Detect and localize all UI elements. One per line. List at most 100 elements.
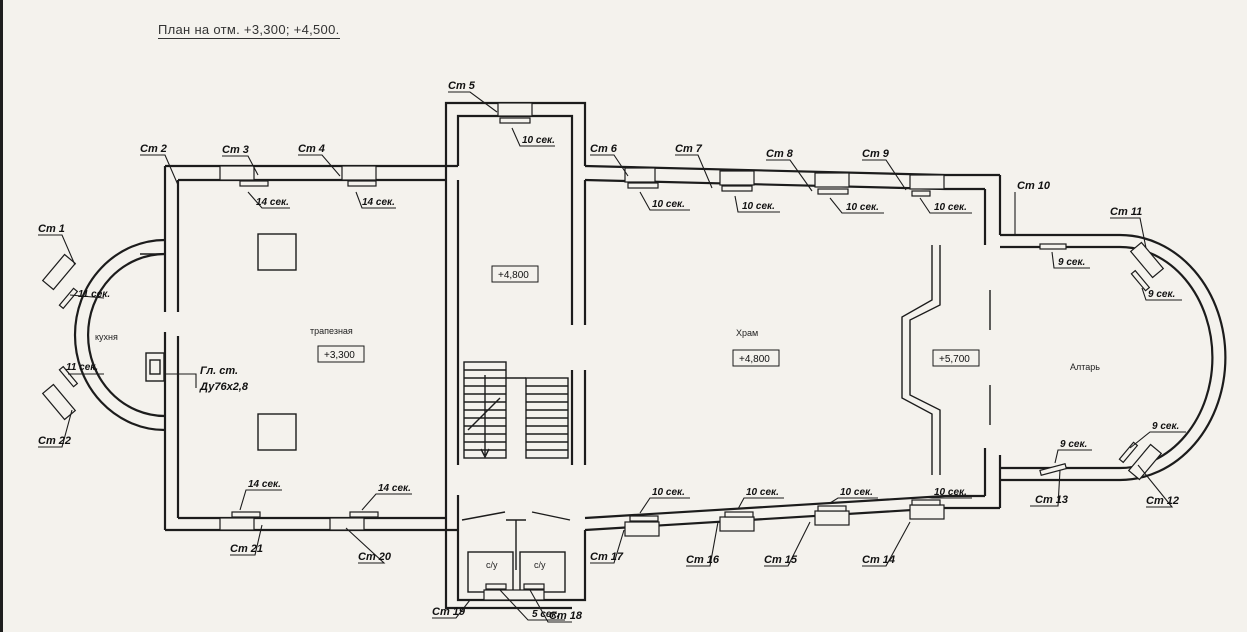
radiator-wc-left xyxy=(485,583,507,590)
sections-st5: 10 сек. xyxy=(522,135,555,146)
leader-s10-st15 xyxy=(829,497,878,504)
riser-label-st12: Ст 12 xyxy=(1146,495,1179,507)
main-riser-label: Гл. ст. xyxy=(200,365,238,377)
sections-st13: 9 сек. xyxy=(1060,439,1087,450)
sections-st9: 10 сек. xyxy=(934,202,967,213)
leader-st3 xyxy=(222,155,259,176)
sections-st11: 9 сек. xyxy=(1148,289,1175,300)
radiator-st16 xyxy=(724,511,754,518)
sections-st12: 9 сек. xyxy=(1152,421,1179,432)
leader-s5 xyxy=(499,589,565,621)
elevation-box-temple xyxy=(732,349,780,367)
staircase xyxy=(463,361,569,459)
radiator-st11 xyxy=(1130,269,1151,292)
riser-label-st10: Ст 10 xyxy=(1017,180,1051,192)
leader-s11-top xyxy=(69,294,105,299)
leader-s9-st13 xyxy=(1054,449,1092,464)
riser-label-st15: Ст 15 xyxy=(764,554,798,566)
window-wc xyxy=(483,589,545,601)
door-swing-1 xyxy=(461,511,506,521)
elevation-refectory: +3,300 xyxy=(324,350,355,361)
apse-kitchen-inner xyxy=(86,252,166,418)
leader-main-riser xyxy=(164,373,197,388)
radiator-st1 xyxy=(58,287,79,310)
radiator-st9 xyxy=(911,190,931,197)
leader-st8 xyxy=(766,159,813,192)
window-st1 xyxy=(41,253,77,291)
sections-st4: 14 сек. xyxy=(362,197,395,208)
room-wc-right: с/у xyxy=(534,560,546,570)
window-st11 xyxy=(1129,241,1165,279)
column-south xyxy=(257,413,297,451)
leader-st5 xyxy=(448,91,498,113)
section-counts: 11 сек. 11 сек. 14 сек. 14 сек. 10 сек. … xyxy=(66,135,1179,620)
apse-altar-inner xyxy=(1119,245,1214,470)
riser-label-st14: Ст 14 xyxy=(862,554,895,566)
stair-break-line xyxy=(467,397,501,431)
leader-s10-st16 xyxy=(737,497,784,510)
leader-lines xyxy=(38,91,1186,623)
stair-treads-right xyxy=(526,385,568,451)
leader-st7 xyxy=(675,154,713,189)
sections-wc: 5 сек. xyxy=(532,609,559,620)
window-st6 xyxy=(624,167,656,183)
window-st4 xyxy=(341,165,377,181)
iconostasis-left-2 xyxy=(901,245,933,475)
sections-st10: 9 сек. xyxy=(1058,257,1085,268)
leader-s14-st3 xyxy=(247,191,290,209)
window-st14 xyxy=(909,504,945,520)
riser-label-st1: Ст 1 xyxy=(38,223,65,235)
radiator-st12 xyxy=(1118,441,1139,464)
elevation-stair: +4,800 xyxy=(498,270,529,281)
leader-s9-st12 xyxy=(1129,431,1186,449)
leader-s10-st8 xyxy=(829,197,884,214)
riser-label-st11: Ст 11 xyxy=(1110,206,1142,218)
sections-st6: 10 сек. xyxy=(652,199,685,210)
main-riser-spec: Ду76х2,8 xyxy=(199,381,249,393)
riser-label-st6: Ст 6 xyxy=(590,143,618,155)
radiator-st10 xyxy=(1039,243,1067,250)
wall-north-temple-inner xyxy=(584,178,985,191)
window-st8 xyxy=(814,172,850,188)
leader-s10-st6 xyxy=(639,191,690,211)
radiator-st14 xyxy=(911,499,941,506)
elevation-temple: +4,800 xyxy=(739,354,770,365)
riser-label-st3: Ст 3 xyxy=(222,144,249,156)
sections-st3: 14 сек. xyxy=(256,197,289,208)
window-st12 xyxy=(1127,443,1163,481)
leader-st17 xyxy=(590,529,625,564)
elevation-box-iconostasis xyxy=(932,349,980,367)
wall-south-temple-inner xyxy=(584,494,985,520)
radiator-st7 xyxy=(721,185,753,192)
sections-st7: 10 сек. xyxy=(742,201,775,212)
window-st15 xyxy=(814,510,850,526)
radiator-st13 xyxy=(1039,462,1068,476)
room-refectory: трапезная xyxy=(310,326,353,336)
riser-label-st4: Ст 4 xyxy=(298,143,325,155)
wall-south-temple xyxy=(584,506,1000,532)
leader-st12 xyxy=(1137,464,1174,508)
leader-s9-st11 xyxy=(1141,287,1182,301)
leader-st4 xyxy=(298,154,341,177)
window-st9 xyxy=(909,174,945,190)
window-st5 xyxy=(497,102,533,117)
riser-label-st13: Ст 13 xyxy=(1035,494,1068,506)
main-riser-pipe xyxy=(149,359,161,375)
leader-st15 xyxy=(764,521,811,567)
leader-s10-st14 xyxy=(923,496,972,499)
window-st16 xyxy=(719,516,755,532)
radiator-st8 xyxy=(817,188,849,195)
window-st20 xyxy=(329,517,365,531)
leader-st11 xyxy=(1110,217,1147,249)
leader-s14-st21 xyxy=(239,489,282,511)
radiator-st15 xyxy=(817,505,847,512)
leader-s10-st5 xyxy=(511,127,555,147)
main-riser-shaft xyxy=(145,352,165,382)
leader-st9 xyxy=(862,159,907,191)
leader-s9-st10 xyxy=(1051,251,1090,269)
iconostasis-left xyxy=(909,245,941,475)
leader-st19 xyxy=(432,599,471,619)
riser-label-st8: Ст 8 xyxy=(766,148,794,160)
riser-label-st5: Ст 5 xyxy=(448,80,476,92)
